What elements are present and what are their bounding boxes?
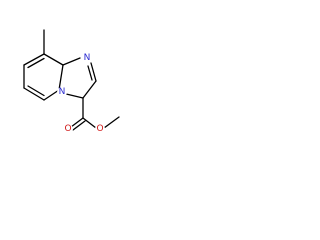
atom-n-bridgehead: N [59,87,66,97]
carbonyl-bond [70,117,84,128]
atom-n-imidazole: N [84,53,91,63]
atom-o-carbonyl: O [64,124,71,134]
bond [23,87,45,101]
bond [82,80,97,99]
molecule-drawing: N N O O [23,29,120,134]
bond [43,53,64,66]
bond [27,85,45,97]
bond [82,117,97,129]
structure-diagram: N N O O [0,0,152,152]
atom-o-ester: O [96,124,103,134]
bond [90,62,97,82]
bond [87,65,93,81]
bond [43,89,60,101]
bond [62,57,81,66]
bond [103,116,120,129]
carbonyl-bond [72,120,86,131]
bond [23,53,45,66]
bond [58,64,64,91]
bond [27,57,45,69]
